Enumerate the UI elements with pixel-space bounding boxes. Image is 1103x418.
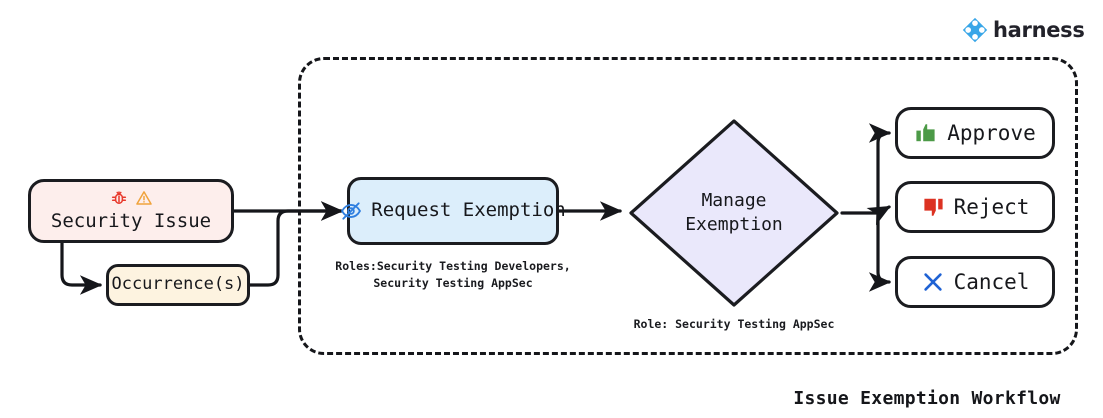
diagram-title: Issue Exemption Workflow (793, 388, 1061, 409)
thumbs-up-icon (916, 124, 935, 142)
node-request-exemption-label: Request Exemption (371, 199, 566, 222)
harness-diamond-logo-icon (962, 17, 988, 43)
node-request-exemption[interactable]: Request Exemption (341, 177, 566, 245)
manage-exemption-role-caption: Role: Security Testing AppSec (633, 317, 835, 331)
brand-logo: harness (962, 17, 1085, 43)
node-approve[interactable]: Approve (895, 107, 1055, 159)
node-cancel[interactable]: Cancel (895, 256, 1055, 308)
node-manage-exemption[interactable]: Manage Exemption (626, 116, 842, 310)
node-occurrences-label: Occurrence(s) (111, 274, 245, 295)
node-security-issue[interactable]: Security Issue (28, 179, 234, 243)
brand-name: harness (993, 17, 1085, 42)
bug-icon (111, 191, 126, 205)
node-approve-label: Approve (947, 120, 1036, 145)
x-close-icon (923, 273, 942, 291)
node-reject[interactable]: Reject (895, 181, 1055, 233)
warning-triangle-icon (135, 191, 152, 205)
eye-off-icon (341, 202, 362, 220)
security-issue-icons (110, 189, 153, 208)
thumbs-down-icon (923, 198, 943, 216)
node-reject-label: Reject (953, 194, 1030, 219)
diamond-shape (629, 119, 839, 307)
node-security-issue-label: Security Issue (50, 209, 212, 232)
request-exemption-roles-caption: Roles:Security Testing Developers, Secur… (335, 259, 571, 290)
node-cancel-label: Cancel (953, 269, 1030, 294)
workflow-group-boundary (298, 57, 1078, 355)
node-occurrences[interactable]: Occurrence(s) (106, 264, 250, 306)
